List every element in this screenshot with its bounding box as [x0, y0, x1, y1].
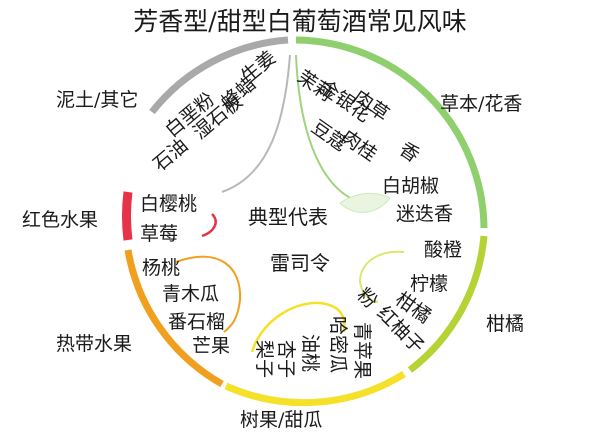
red-notes: 白樱桃 草莓	[140, 193, 197, 245]
category-label-red: 红色水果	[22, 209, 98, 231]
note-tropical-starfruit: 杨桃	[142, 257, 180, 279]
arc-earth	[149, 36, 289, 115]
inner-divider-tropical	[175, 255, 242, 333]
note-tropical-mango: 芒果	[192, 335, 230, 357]
category-label-tree: 树果/甜瓜	[240, 409, 322, 431]
note-tree-hami-melon: 哈密瓜	[327, 316, 349, 373]
note-tree-nectarine: 油桃	[299, 334, 321, 372]
center-grape-name: 雷司令	[270, 251, 330, 275]
note-tree-pear: 梨子	[253, 340, 275, 378]
note-herbal-white-pepper: 白胡椒	[382, 175, 439, 197]
category-label-tropical: 热带水果	[56, 333, 132, 355]
arc-tree	[224, 371, 406, 407]
herbal-leaf	[339, 192, 391, 213]
note-tropical-guava: 番石榴	[168, 311, 225, 333]
note-red-strawberry: 草莓	[140, 223, 178, 245]
inner-divider-tree	[250, 301, 346, 353]
note-herbal-fragrant: 香	[395, 138, 423, 167]
category-label-citrus: 柑橘	[486, 313, 524, 335]
arc-red	[122, 191, 133, 241]
note-earth-petrol: 石油	[149, 135, 192, 176]
arc-citrus	[407, 235, 488, 373]
category-label-earth: 泥土/其它	[56, 89, 138, 111]
inner-divider-citrus	[358, 250, 405, 303]
note-tree-green-apple: 青苹果	[351, 322, 373, 379]
center-typical-label: 典型代表	[248, 205, 328, 229]
note-tree-apricot: 杏子	[275, 340, 297, 378]
note-red-white-cherry: 白樱桃	[140, 193, 197, 215]
note-citrus-lemon: 柠檬	[410, 273, 448, 295]
note-herbal-rosemary: 迷迭香	[396, 203, 453, 225]
note-citrus-lime: 酸橙	[424, 239, 462, 261]
note-citrus-pink: 粉	[352, 284, 381, 313]
diagram-title: 芳香型/甜型白葡萄酒常见风味	[133, 7, 466, 36]
inner-divider-red	[201, 213, 217, 238]
inner-divider-earth	[221, 54, 291, 193]
category-label-herbal: 草本/花香	[440, 93, 522, 115]
arc-herbal	[295, 36, 488, 229]
tree-notes: 梨子 杏子 油桃 哈密瓜 青苹果	[253, 316, 373, 379]
tropical-notes: 杨桃 青木瓜 番石榴 芒果	[142, 257, 230, 357]
earth-notes: 生姜 蜂蜡 湿石板 白垩粉 石油	[149, 47, 280, 176]
arc-tropical	[124, 249, 224, 388]
note-tropical-green-papaya: 青木瓜	[162, 283, 219, 305]
